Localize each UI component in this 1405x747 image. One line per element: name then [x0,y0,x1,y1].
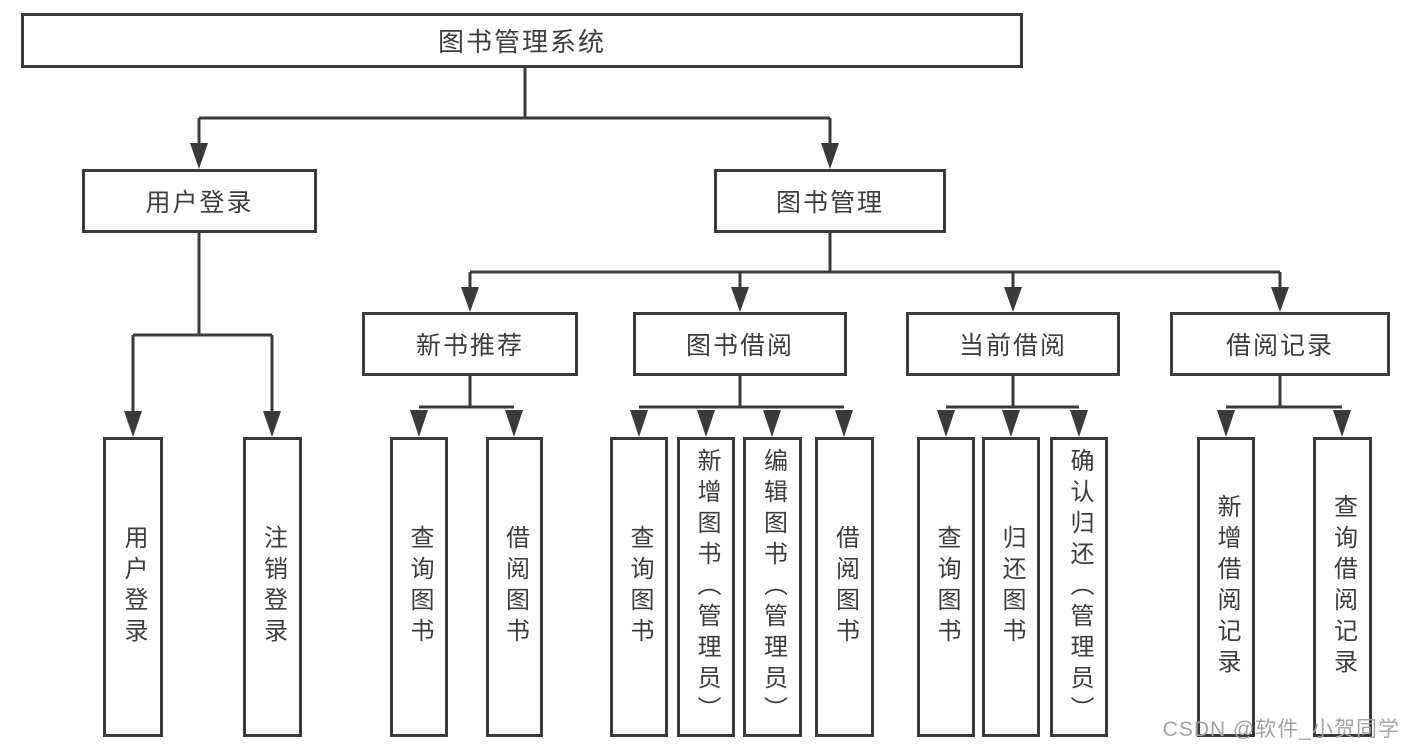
leaf-add-book-admin: 新增图书（管理员） [677,437,735,737]
connector-arrow-query-borrowing-head [630,410,648,437]
node-user-login: 用户登录 [82,169,317,233]
node-library-management-system: 图书管理系统 [21,13,1023,68]
leaf-query-books-current: 查询图书 [917,437,975,737]
connector-arrow-query-newrec-head [410,410,428,437]
connector-arrow-add-record-head [1217,410,1235,437]
leaf-return-book: 归还图书 [982,437,1040,737]
leaf-add-borrow-record: 新增借阅记录 [1197,437,1255,737]
leaf-query-borrow-record: 查询借阅记录 [1313,437,1372,737]
connector-arrow-leaf-login-head [124,411,142,437]
connector-arrow-current-head [1004,287,1022,312]
leaf-query-books-newrec: 查询图书 [390,437,448,737]
connector-arrow-new-rec-head [461,287,479,312]
connector-arrow-borrow-borrowing-head [835,410,853,437]
leaf-edit-book-admin: 编辑图书（管理员） [743,437,802,737]
connector-arrow-confirm-return-head [1070,410,1088,437]
node-new-book-recommendation: 新书推荐 [362,312,578,376]
leaf-logout-login: 注销登录 [243,437,302,737]
connector-arrow-query-record-head [1333,410,1351,437]
connector-arrow-records-head [1271,287,1289,312]
connector-arrow-add-book-head [697,410,715,437]
connector-arrow-return-book-head [1002,410,1020,437]
connector-arrow-edit-book-head [763,410,781,437]
node-book-management: 图书管理 [714,169,946,233]
node-book-borrowing: 图书借阅 [633,312,847,376]
node-current-borrowing: 当前借阅 [906,312,1120,376]
csdn-watermark: CSDN @软件_小贺同学 [1162,718,1400,741]
leaf-query-books-borrowing: 查询图书 [610,437,668,737]
connector-arrow-leaf-logout-head [263,411,281,437]
connector-arrow-borrow-newrec-head [505,410,523,437]
node-borrowing-records: 借阅记录 [1170,312,1390,376]
connector-arrow-book-borrow-head [731,287,749,312]
leaf-confirm-return-admin: 确认归还（管理员） [1050,437,1108,737]
connector-arrow-book-mgmt-head [821,143,839,169]
leaf-borrow-books-newrec: 借阅图书 [486,437,543,737]
connector-arrow-user-login-head [190,143,208,169]
leaf-borrow-books-borrowing: 借阅图书 [815,437,874,737]
leaf-user-login: 用户登录 [103,437,163,737]
connector-arrow-query-current-head [937,410,955,437]
